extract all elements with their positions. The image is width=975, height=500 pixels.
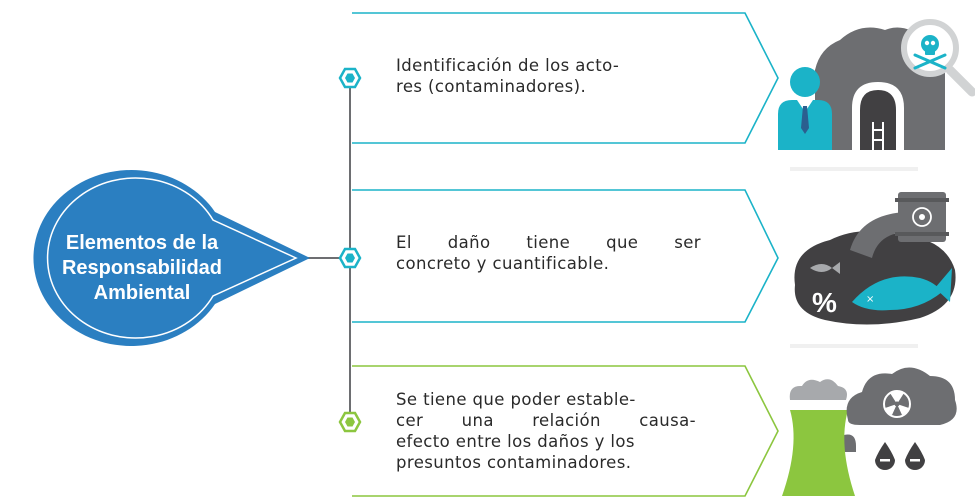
- card-2-line-2: concreto y cuantificable.: [396, 254, 610, 273]
- card-1-outline: [352, 12, 779, 144]
- card-3-line-3: efecto entre los daños y los: [396, 432, 635, 451]
- card-3-line-2: cer una relación causa-: [396, 411, 696, 430]
- hex-marker-3: [338, 411, 362, 433]
- polluted-water-fish-icon: × %: [794, 192, 956, 325]
- center-title: Elementos de la Responsabilidad Ambienta…: [22, 218, 262, 318]
- hex-marker-1: [338, 67, 362, 89]
- card-3-text: Se tiene que poder estable- cer una rela…: [396, 389, 696, 473]
- card-1-text: Identificación de los acto- res (contami…: [396, 55, 716, 97]
- icon-separator-2: [790, 344, 918, 348]
- card-3-line-1: Se tiene que poder estable-: [396, 390, 636, 409]
- hex-marker-2: [338, 247, 362, 269]
- card-2-line-1: El daño tiene que ser: [396, 233, 701, 252]
- card-2-text: El daño tiene que ser concreto y cuantif…: [396, 232, 701, 274]
- icon-separator-1: [790, 167, 918, 171]
- card-2-outline: [352, 189, 779, 323]
- svg-text:%: %: [812, 287, 837, 318]
- card-3-outline: [352, 365, 779, 497]
- inspector-mine-icon: [778, 19, 975, 151]
- factory-radioactive-cloud-icon: [782, 367, 957, 496]
- center-title-line-1: Elementos de la: [65, 231, 219, 254]
- center-title-line-3: Ambiental: [93, 281, 191, 304]
- card-1-line-1: Identificación de los acto-: [396, 56, 620, 75]
- teardrop-shape: [33, 170, 311, 347]
- card-1-line-2: res (contaminadores).: [396, 77, 587, 96]
- card-3-line-4: presuntos contaminadores.: [396, 453, 632, 472]
- svg-text:×: ×: [866, 294, 874, 305]
- center-title-line-2: Responsabilidad: [61, 256, 223, 279]
